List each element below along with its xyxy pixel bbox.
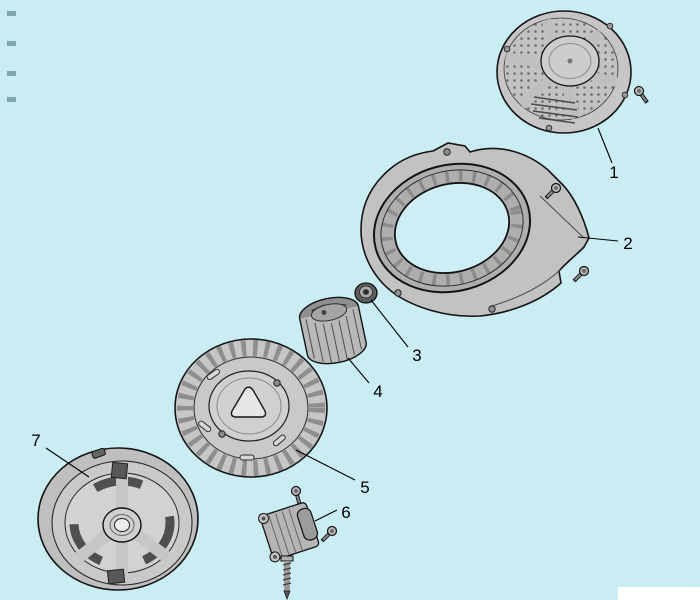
part-6-ignition-coil <box>258 482 339 600</box>
cover-vent-slats <box>530 96 579 124</box>
rotor-magnet-keeper-top <box>110 461 129 480</box>
callout-4: 4 <box>347 357 383 401</box>
housing-crease-lines <box>491 195 585 307</box>
nut-bore <box>363 289 369 295</box>
callout-6-leader <box>314 509 338 522</box>
fan-slots <box>198 368 286 461</box>
callout-6-number: 6 <box>341 503 350 522</box>
fan-fin-ring <box>177 340 325 476</box>
coil-ear-hole-top <box>261 516 266 521</box>
rotor-shaft-bore <box>114 518 130 532</box>
callout-6: 6 <box>314 503 351 522</box>
housing-tab-hole-bottom <box>488 305 496 313</box>
fan-raised-ring-inner <box>216 377 282 435</box>
callout-5: 5 <box>295 449 370 497</box>
callout-1-number: 1 <box>609 163 618 182</box>
part-1-recoil-starter-cover <box>496 10 652 134</box>
spring-tip <box>283 590 291 600</box>
cup-hub-hole <box>321 309 327 315</box>
coil-winding-lobe <box>296 507 319 541</box>
cup-ribs <box>305 309 362 364</box>
callout-7-number: 7 <box>31 431 40 450</box>
callout-7-leader <box>45 447 90 478</box>
callouts: 1 2 3 4 5 6 7 <box>31 127 633 522</box>
callout-3: 3 <box>370 299 422 365</box>
part-2-blower-housing <box>360 142 591 318</box>
corner-blank-area <box>618 587 700 600</box>
cup-hub <box>310 303 348 322</box>
cover-center-pin <box>567 58 573 64</box>
callout-3-leader <box>370 299 409 348</box>
coil-ear-hole-bottom <box>272 554 277 559</box>
housing-opening-ring <box>372 162 532 294</box>
callout-4-number: 4 <box>373 382 382 401</box>
callout-4-leader <box>347 357 370 384</box>
fan-rivet-upper <box>273 379 281 387</box>
fan-rivet-lower <box>218 430 226 438</box>
callout-3-number: 3 <box>412 346 421 365</box>
coil-body <box>258 502 320 563</box>
page-edge-marks <box>7 11 16 102</box>
callout-1: 1 <box>597 127 619 182</box>
callout-5-leader <box>295 449 356 481</box>
rotor-magnet-keeper-bottom <box>106 568 126 585</box>
housing-opening-hole <box>393 182 511 274</box>
housing-tab-hole-top <box>443 148 451 156</box>
callout-1-leader <box>597 127 613 164</box>
coil-laminations <box>268 509 303 557</box>
part-5-cooling-fan <box>174 338 328 478</box>
cover-rim-screws <box>503 22 629 132</box>
callout-2: 2 <box>577 234 633 253</box>
housing-tab-hole-left <box>394 289 402 297</box>
coil-spring-screw <box>280 555 294 600</box>
fan-triangle-bore <box>230 386 267 418</box>
callout-5-number: 5 <box>360 478 369 497</box>
part-4-starter-cup <box>298 296 367 365</box>
part-3-flange-nut <box>354 282 378 304</box>
cover-center-ring <box>548 43 592 79</box>
callout-2-leader <box>577 236 619 242</box>
spring-coils <box>282 562 292 586</box>
rotor-key-slot <box>91 447 106 459</box>
part-7-flywheel-rotor <box>37 447 199 591</box>
rotor-hub-ring <box>109 514 135 536</box>
callout-2-number: 2 <box>623 234 632 253</box>
callout-7: 7 <box>31 431 90 478</box>
